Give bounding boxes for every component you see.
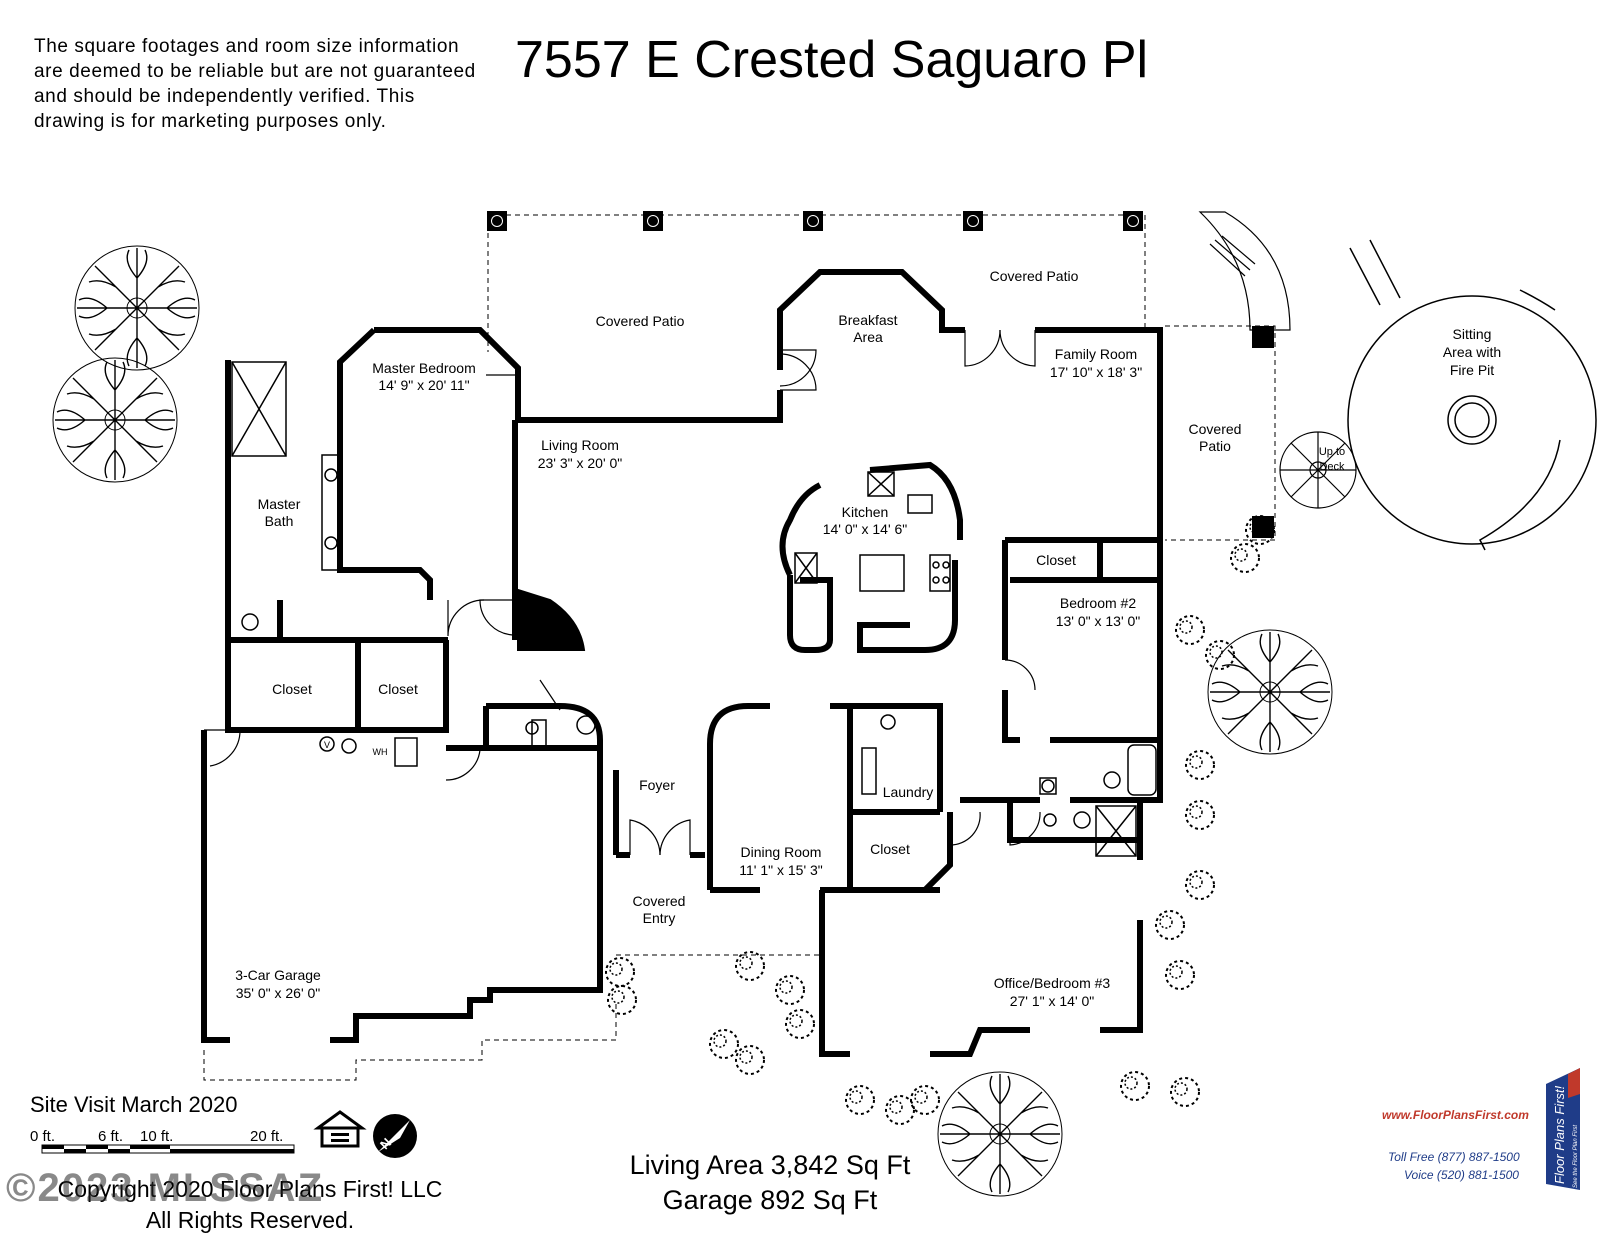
deck-stairs: [1198, 211, 1357, 509]
shrub-icon: [775, 975, 805, 1005]
copyright-line: All Rights Reserved.: [145, 1207, 355, 1233]
room-label: Covered: [633, 893, 686, 909]
address-title: 7557 E Crested Saguaro Pl: [515, 31, 1149, 89]
shrub-icon: [1230, 543, 1260, 573]
shrub-icon: [910, 1085, 940, 1115]
room-label: Foyer: [639, 777, 675, 793]
room-size: 13' 0" x 13' 0": [1056, 613, 1141, 629]
room-size: 35' 0" x 26' 0": [236, 985, 321, 1001]
tree-icon: [74, 245, 200, 371]
area-summary: Living Area 3,842 Sq Ft Garage 892 Sq Ft: [610, 1148, 930, 1218]
room-label: Covered: [1189, 421, 1242, 437]
room-size: 23' 3" x 20' 0": [538, 455, 623, 471]
fire-pit-area: [1347, 239, 1597, 551]
tree-icon: [937, 1071, 1063, 1197]
shrub-icon: [1165, 960, 1195, 990]
shrub-icon: [1185, 800, 1215, 830]
brand-toll-free: Toll Free (877) 887-1500: [1388, 1150, 1520, 1164]
garage-area: Garage 892 Sq Ft: [662, 1185, 878, 1215]
room-size: 17' 10" x 18' 3": [1050, 364, 1142, 380]
shrub-icon: [1185, 750, 1215, 780]
shrub-icon: [1155, 910, 1185, 940]
room-label: Laundry: [883, 784, 934, 800]
room-label: Kitchen: [842, 504, 889, 520]
disclaimer-line: and should be independently verified. Th…: [34, 86, 415, 107]
room-label: Master: [258, 496, 301, 512]
disclaimer: The square footages and room size inform…: [34, 34, 494, 134]
room-label: Sitting: [1453, 326, 1492, 342]
copyright-line: Copyright 2020 Floor Plans First! LLC: [57, 1176, 443, 1202]
brand-url: www.FloorPlansFirst.com: [1382, 1108, 1529, 1122]
shrub-icon: [735, 1045, 765, 1075]
room-label: Master Bedroom: [372, 360, 475, 376]
shrub-icon: [607, 985, 637, 1015]
scale-label: 0 ft.: [30, 1128, 56, 1145]
room-label: Closet: [1036, 552, 1076, 568]
room-label: Fire Pit: [1450, 362, 1494, 378]
scale-bar: [41, 1144, 295, 1154]
shrub-icon: [709, 1029, 739, 1059]
room-label: Dining Room: [741, 844, 822, 860]
room-size: 27' 1" x 14' 0": [1010, 993, 1095, 1009]
mls-watermark: ©2023 MLSSAZ: [6, 1166, 325, 1210]
water-heater-label: WH: [373, 747, 388, 757]
scale-label: 20 ft.: [250, 1128, 284, 1145]
room-label: Bath: [265, 513, 294, 529]
fireplace: [517, 588, 586, 651]
room-label: Closet: [870, 841, 910, 857]
shrub-icon: [845, 1085, 875, 1115]
tree-icon: [52, 357, 178, 483]
equal-housing-icon: [313, 1110, 367, 1148]
room-label: Deck: [1319, 461, 1345, 473]
disclaimer-line: The square footages and room size inform…: [34, 36, 460, 57]
room-label: Area with: [1443, 344, 1501, 360]
shrub-icon: [1120, 1071, 1150, 1101]
room-label: Bedroom #2: [1060, 595, 1136, 611]
room-label: Office/Bedroom #3: [994, 975, 1111, 991]
room-label: Entry: [643, 910, 676, 926]
shrub-icon: [885, 1095, 915, 1125]
living-area: Living Area 3,842 Sq Ft: [629, 1150, 911, 1180]
room-size: 11' 1" x 15' 3": [739, 862, 823, 878]
room-label: 3-Car Garage: [235, 967, 321, 983]
scale-label: 6 ft.: [98, 1128, 124, 1145]
room-label: Covered Patio: [596, 313, 685, 329]
room-label: Covered Patio: [990, 268, 1079, 284]
valve-label: V: [324, 740, 330, 750]
shrub-icon: [1170, 1077, 1200, 1107]
room-label: Patio: [1199, 438, 1231, 454]
room-label: Area: [853, 329, 883, 345]
site-visit-date: Site Visit March 2020: [30, 1092, 238, 1117]
room-size: 14' 0" x 14' 6": [823, 521, 908, 537]
shrub-icon: [735, 951, 765, 981]
shrub-icon: [1185, 870, 1215, 900]
disclaimer-line: are deemed to be reliable but are not gu…: [34, 61, 476, 82]
room-size: 14' 9" x 20' 11": [378, 377, 469, 393]
brand-voice: Voice (520) 881-1500: [1404, 1168, 1519, 1182]
brand-tagline: See the Floor Plan First: [1573, 1125, 1579, 1188]
shrub-icon: [605, 957, 635, 987]
shrub-icon: [785, 1009, 815, 1039]
room-label: Living Room: [541, 437, 619, 453]
scale-label: 10 ft.: [140, 1128, 174, 1145]
disclaimer-line: drawing is for marketing purposes only.: [34, 111, 387, 132]
shrub-icon: [1175, 615, 1205, 645]
north-arrow-icon: N: [373, 1114, 417, 1158]
room-label: Breakfast: [838, 312, 897, 328]
room-label: Family Room: [1055, 346, 1137, 362]
copyright: Copyright 2020 Floor Plans First! LLC Al…: [30, 1174, 470, 1236]
floor-plans-first-logo: Floor Plans First! See the Floor Plan Fi…: [1546, 1068, 1580, 1190]
room-label: Up to: [1319, 446, 1345, 458]
tree-icon: [1207, 629, 1333, 755]
brand-logo-name: Floor Plans First!: [1552, 1085, 1567, 1184]
room-label: Closet: [272, 681, 312, 697]
room-label: Closet: [378, 681, 418, 697]
